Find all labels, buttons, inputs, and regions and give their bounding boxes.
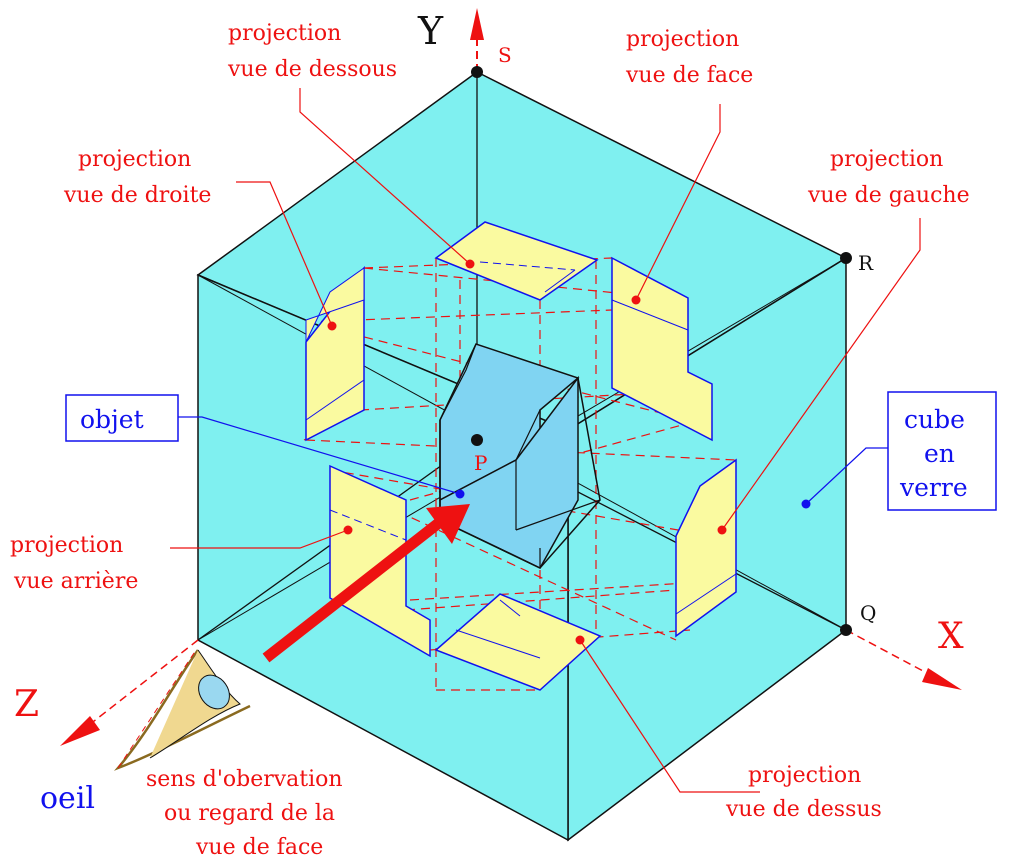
projection-vue-de-gauche-plate <box>675 458 737 638</box>
label-objet: objet <box>80 405 144 434</box>
projection-vue-arriere-plate <box>329 464 431 658</box>
axis-y <box>470 8 484 72</box>
label-vue-de-droite-line2: vue de droite <box>63 183 211 208</box>
label-vue-arriere-line2: vue arrière <box>13 569 138 594</box>
label-oeil: oeil <box>40 781 95 816</box>
projection-vue-de-droite-plate <box>305 265 365 442</box>
label-vue-de-gauche-line1: projection <box>830 147 943 172</box>
axis-z <box>60 639 199 746</box>
label-vue-de-dessous-line2: vue de dessous <box>227 57 397 82</box>
leader-dots <box>327 259 811 645</box>
point-r-marker <box>840 252 852 264</box>
label-cube-line1: cube <box>904 405 965 434</box>
label-vue-arriere-line1: projection <box>10 533 123 558</box>
label-cube-line2: en <box>924 439 955 468</box>
label-vue-de-dessus-line1: projection <box>748 763 861 788</box>
point-p-marker <box>471 434 483 446</box>
leader-lines-blue <box>178 416 888 505</box>
point-p-label: P <box>474 451 487 475</box>
cube-label-box <box>887 391 997 511</box>
axis-z-label: Z <box>14 684 39 725</box>
axis-x <box>845 629 962 690</box>
point-q-marker <box>840 624 852 636</box>
label-vue-de-dessous-line1: projection <box>228 21 341 46</box>
label-sens-line1: sens d'obervation <box>146 767 343 792</box>
label-vue-de-droite-line1: projection <box>78 147 191 172</box>
point-s-label: S <box>498 43 512 67</box>
eye-icon <box>113 649 251 771</box>
projection-vue-de-dessus-plate <box>434 593 602 691</box>
label-cube-line3: verre <box>899 473 968 502</box>
axis-x-label: X <box>938 616 964 657</box>
label-vue-de-dessus-line2: vue de dessus <box>725 797 882 822</box>
label-sens-line3: vue de face <box>195 835 323 860</box>
leader-lines-red <box>170 88 921 793</box>
projection-vue-de-dessous-plate <box>434 221 599 301</box>
objet-label-box <box>65 394 179 442</box>
point-s-marker <box>471 66 483 78</box>
point-r-label: R <box>858 251 874 275</box>
viewing-direction-arrow <box>262 504 470 663</box>
label-vue-de-face-line2: vue de face <box>625 63 753 88</box>
label-vue-de-face-line1: projection <box>626 27 739 52</box>
label-sens-line2: ou regard de la <box>164 801 335 826</box>
object-block <box>439 343 601 569</box>
label-vue-de-gauche-line2: vue de gauche <box>807 183 970 208</box>
axis-y-label: Y <box>417 9 444 53</box>
point-q-label: Q <box>860 601 876 625</box>
